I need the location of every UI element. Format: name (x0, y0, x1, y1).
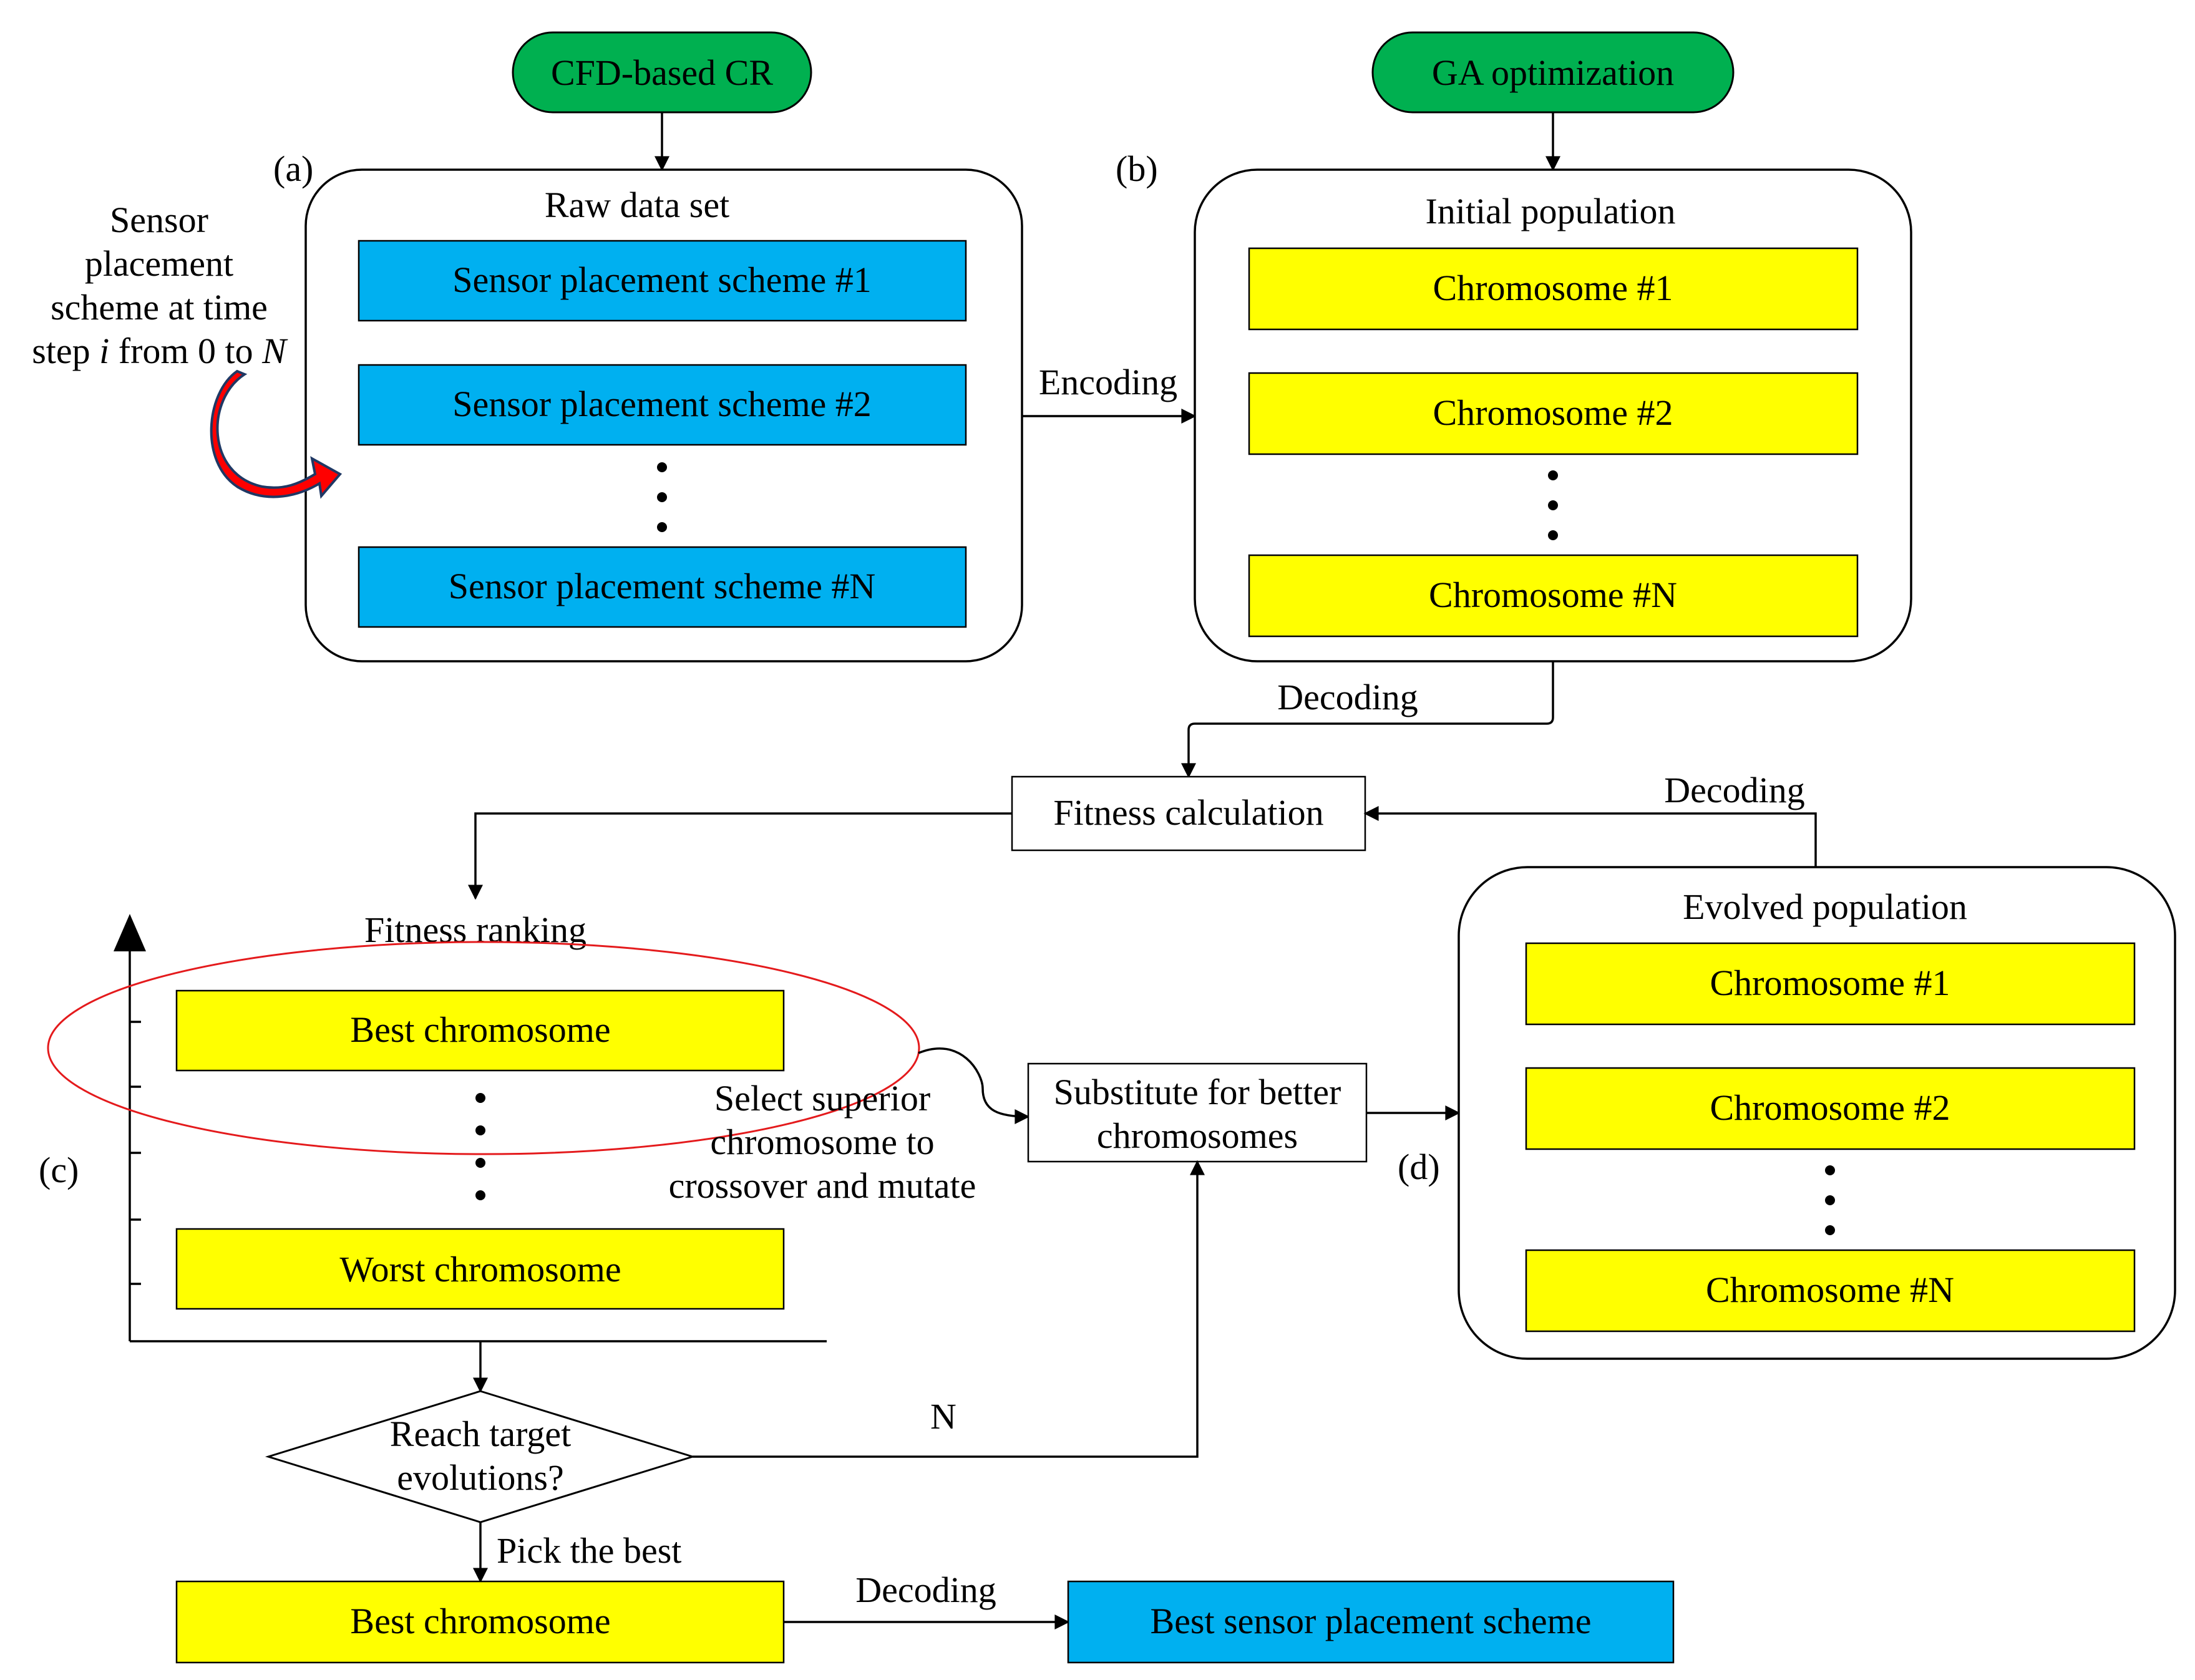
panel-a-title: Raw data set (545, 185, 729, 225)
evolved-chromosome-1: Chromosome #1 (1525, 942, 2136, 1026)
panel-d-title: Evolved population (1683, 886, 1967, 927)
svg-text:Chromosome #1: Chromosome #1 (1710, 963, 1950, 1003)
svg-text:chromosome to: chromosome to (710, 1122, 934, 1162)
initial-chromosome-n: Chromosome #N (1248, 554, 1859, 638)
fitness-axis (114, 914, 827, 1343)
svg-text:Sensor placement scheme #N: Sensor placement scheme #N (449, 566, 876, 606)
arrow-no-to-substitute (693, 1160, 1205, 1458)
scheme-box-2: Sensor placement scheme #2 (358, 364, 967, 446)
svg-text:Substitute for better: Substitute for better (1054, 1072, 1341, 1112)
svg-text:Select superior: Select superior (714, 1078, 930, 1119)
best-chromosome-box: Best chromosome (175, 989, 785, 1072)
ellipsis-dots-b (1548, 470, 1558, 540)
svg-text:scheme at time: scheme at time (51, 287, 268, 328)
svg-text:Sensor placement scheme #2: Sensor placement scheme #2 (452, 384, 872, 424)
ellipsis-dots-d (1825, 1165, 1835, 1235)
svg-text:Best chromosome: Best chromosome (350, 1601, 610, 1641)
scheme-box-1: Sensor placement scheme #1 (358, 240, 967, 322)
svg-text:Sensor placement scheme #1: Sensor placement scheme #1 (452, 260, 872, 300)
highlight-ellipse (47, 941, 920, 1155)
time-step-note: Sensor placement scheme at time step i f… (32, 200, 288, 371)
decoding-bottom-label: Decoding (855, 1570, 996, 1610)
svg-text:crossover and mutate: crossover and mutate (669, 1165, 976, 1206)
svg-text:Chromosome #2: Chromosome #2 (1433, 392, 1673, 433)
pick-best-label: Pick the best (497, 1530, 681, 1571)
svg-text:Fitness calculation: Fitness calculation (1053, 792, 1323, 833)
panel-a-marker: (a) (273, 148, 313, 189)
decoding-top-label: Decoding (1277, 677, 1418, 717)
final-scheme-box: Best sensor placement scheme (1067, 1580, 1675, 1664)
final-best-chromosome-box: Best chromosome (175, 1580, 785, 1664)
arrow-fitness-to-ranking (468, 812, 1012, 900)
arrow-select-to-substitute (918, 1047, 1030, 1124)
ellipsis-dots-a (657, 462, 667, 532)
svg-text:Best chromosome: Best chromosome (350, 1009, 610, 1050)
evolved-chromosome-n: Chromosome #N (1525, 1249, 2136, 1333)
scheme-box-n: Sensor placement scheme #N (358, 546, 967, 628)
initial-chromosome-1: Chromosome #1 (1248, 247, 1859, 331)
decoding-right-label: Decoding (1664, 770, 1805, 810)
select-note: Select superior chromosome to crossover … (669, 1078, 976, 1206)
svg-text:Worst chromosome: Worst chromosome (339, 1249, 621, 1289)
arrow-evolved-decoding (1363, 806, 1817, 867)
svg-text:evolutions?: evolutions? (397, 1457, 563, 1498)
evolved-chromosome-2: Chromosome #2 (1525, 1067, 2136, 1150)
start-node-cfd-label: CFD-based CR (551, 52, 773, 93)
start-node-ga-label: GA optimization (1432, 52, 1674, 93)
arrow-decoding-to-fitness (1181, 661, 1554, 779)
ellipsis-dots-c (475, 1093, 485, 1200)
curved-arrow-icon (210, 369, 343, 499)
svg-text:Chromosome #N: Chromosome #N (1706, 1270, 1954, 1310)
panel-c-marker: (c) (39, 1150, 79, 1190)
substitute-box: Substitute for better chromosomes (1027, 1062, 1368, 1163)
start-node-cfd: CFD-based CR (512, 31, 812, 114)
no-label: N (930, 1396, 956, 1437)
start-node-ga: GA optimization (1371, 31, 1735, 114)
worst-chromosome-box: Worst chromosome (175, 1228, 785, 1310)
encoding-label: Encoding (1039, 362, 1177, 402)
initial-chromosome-2: Chromosome #2 (1248, 372, 1859, 455)
svg-text:placement: placement (85, 243, 233, 284)
svg-text:Chromosome #N: Chromosome #N (1429, 575, 1677, 615)
decision-diamond: Reach target evolutions? (265, 1390, 696, 1523)
svg-text:Best sensor placement scheme: Best sensor placement scheme (1150, 1601, 1591, 1641)
svg-text:Reach target: Reach target (390, 1414, 571, 1454)
svg-text:Chromosome #2: Chromosome #2 (1710, 1087, 1950, 1128)
svg-text:Chromosome #1: Chromosome #1 (1433, 268, 1673, 308)
svg-text:chromosomes: chromosomes (1097, 1115, 1298, 1156)
fitness-calculation-box: Fitness calculation (1011, 775, 1366, 852)
panel-b-marker: (b) (1116, 148, 1158, 189)
panel-d-marker: (d) (1398, 1147, 1440, 1187)
svg-text:step i from 0 to N: step i from 0 to N (32, 331, 288, 371)
svg-text:Sensor: Sensor (110, 200, 208, 240)
panel-b-title: Initial population (1425, 191, 1675, 231)
